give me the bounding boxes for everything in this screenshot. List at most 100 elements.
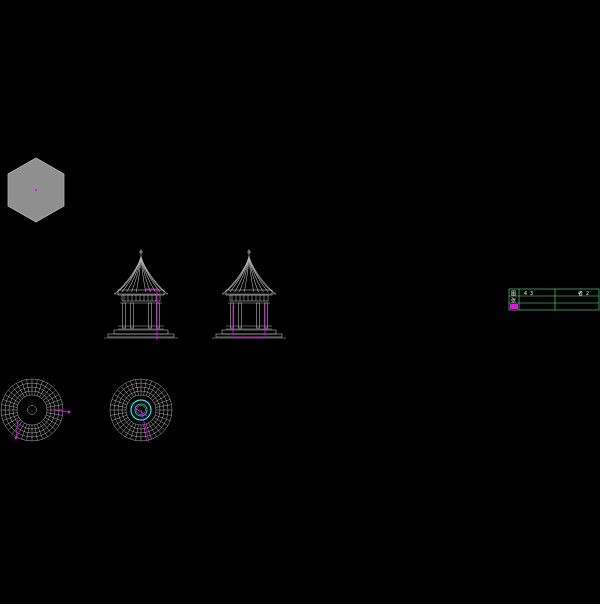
plan-spoke [44, 394, 59, 403]
plan-spoke [110, 412, 127, 416]
title-block-cell: 图 [511, 291, 516, 297]
platform-upper [113, 329, 169, 335]
plan-spoke [152, 389, 165, 401]
leader-dot [14, 436, 18, 440]
plan-spoke [8, 389, 21, 401]
plan-spoke [130, 424, 137, 440]
column [230, 302, 234, 329]
plan-spoke [120, 421, 132, 434]
hexagon-roof-plan[interactable] [7, 157, 65, 223]
plan-spoke [11, 386, 23, 399]
plan-spoke [39, 383, 48, 398]
plan-spoke [46, 404, 63, 408]
plan-spoke [143, 424, 147, 441]
plan-spoke [36, 380, 43, 396]
plan-spoke [148, 383, 157, 398]
platform-upper [221, 329, 277, 335]
plan-spoke [114, 417, 129, 426]
plan-spoke [143, 379, 147, 396]
plan-spoke [16, 383, 25, 398]
roof-rib [116, 257, 142, 293]
plan-spoke [36, 424, 43, 440]
plan-spoke [8, 419, 21, 431]
plan-spoke [111, 414, 127, 421]
finial-knob [139, 250, 143, 254]
plan-spoke [1, 412, 18, 416]
plan-spoke [46, 412, 63, 416]
plan-spoke [21, 380, 28, 396]
plan-spoke [5, 394, 20, 403]
plan-spoke [125, 422, 134, 437]
hexagon-center-mark [34, 188, 38, 192]
plan-spoke [2, 414, 18, 421]
pavilion-elevation-left[interactable] [104, 249, 178, 340]
plan-spoke [117, 389, 130, 401]
title-block-cell: 4 3 [524, 291, 533, 297]
plan-spoke [152, 419, 165, 431]
title-block-cell: 者 2 [578, 291, 589, 297]
column [264, 302, 268, 329]
column [238, 302, 242, 329]
plan-spoke [125, 383, 134, 398]
plan-spoke [145, 424, 152, 440]
plan-spoke [41, 386, 53, 399]
title-block[interactable]: 图 4 3 者 2 张 [508, 288, 600, 311]
plan-spoke [41, 421, 53, 434]
plan-spoke [114, 394, 129, 403]
plan-spoke [1, 404, 18, 408]
leader-dot [67, 410, 71, 414]
plan-spoke [21, 424, 28, 440]
circular-plan-right[interactable] [109, 378, 173, 443]
platform-lower [215, 333, 283, 338]
plan-spoke [148, 422, 157, 437]
leader-line [51, 409, 70, 413]
plan-ring [12, 390, 52, 430]
bracket-tier [121, 294, 161, 302]
plan-spoke [2, 399, 18, 406]
column [156, 302, 160, 329]
leader-line [15, 419, 19, 439]
column [122, 302, 126, 329]
plan-spoke [153, 417, 168, 426]
plan-spoke [46, 414, 62, 421]
leader-line [134, 407, 148, 417]
circular-plan-left[interactable] [0, 378, 71, 442]
title-block-cell: 张 [511, 297, 516, 304]
plan-spoke [117, 419, 130, 431]
plan-spoke [145, 380, 152, 396]
plan-center-ring [136, 405, 146, 415]
plan-spoke [39, 422, 48, 437]
pavilion-elevation-right[interactable] [212, 249, 286, 339]
plan-spoke [130, 380, 137, 396]
roof-rib [248, 257, 274, 293]
plan-spoke [135, 424, 139, 441]
plan-spoke [46, 399, 62, 406]
plan-spoke [150, 386, 162, 399]
plan-spoke [155, 412, 172, 416]
column [148, 302, 152, 329]
plan-spoke [150, 421, 162, 434]
cyan-ring [130, 399, 152, 421]
plan-spoke [155, 399, 171, 406]
plan-spoke [153, 394, 168, 403]
plan-ring [16, 394, 48, 426]
cyan-inner-ring [134, 403, 148, 417]
title-block-frame [508, 288, 600, 311]
plan-spoke [26, 424, 30, 441]
plan-center-ring [27, 405, 37, 415]
platform-lower [107, 333, 175, 338]
plan-spoke [43, 419, 56, 431]
plan-spoke [120, 386, 132, 399]
plan-spoke [43, 389, 56, 401]
title-block-magenta-cell [510, 304, 518, 309]
plan-spoke [155, 404, 172, 408]
bracket-tier [229, 294, 269, 302]
roof-rib [224, 257, 250, 293]
plan-spoke [34, 424, 38, 441]
plan-spoke [155, 414, 171, 421]
roof-rib [140, 257, 166, 293]
plan-spoke [135, 379, 139, 396]
plan-spoke [34, 379, 38, 396]
